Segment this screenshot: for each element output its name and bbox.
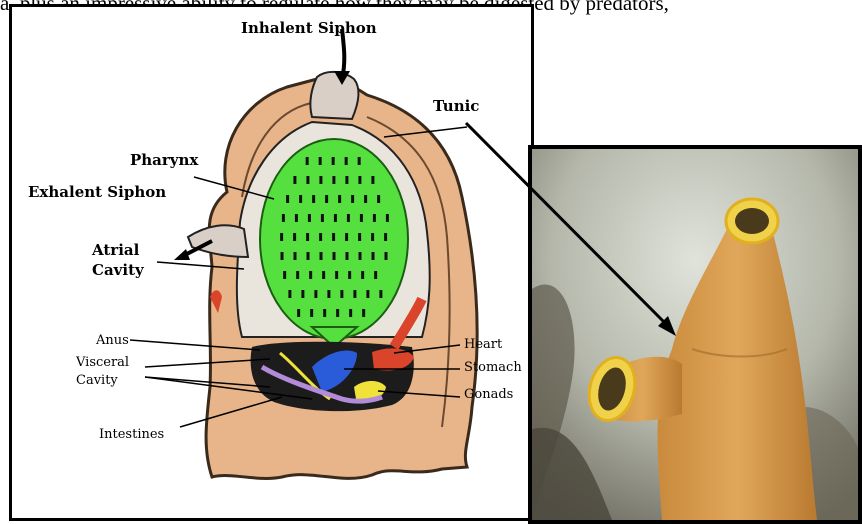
label-pharynx: Pharynx	[130, 151, 198, 169]
gill-slit	[345, 176, 348, 184]
gill-slit	[384, 233, 387, 241]
gill-slit	[348, 271, 351, 279]
gill-slit	[353, 290, 356, 298]
gill-slit	[345, 233, 348, 241]
gill-slit	[358, 233, 361, 241]
gill-slit	[338, 195, 341, 203]
gill-slit	[361, 271, 364, 279]
gill-slit	[281, 252, 284, 260]
gill-slit	[306, 176, 309, 184]
gill-slit	[347, 214, 350, 222]
gill-slit	[385, 252, 388, 260]
gill-slit	[362, 309, 365, 317]
label-atrial-cavity: Cavity	[92, 261, 144, 279]
gill-slit	[349, 309, 352, 317]
label-tunic: Tunic	[433, 97, 479, 115]
gill-slit	[332, 157, 335, 165]
gill-slit	[296, 271, 299, 279]
gill-slit	[282, 214, 285, 222]
gill-slit	[319, 233, 322, 241]
gill-slit	[335, 271, 338, 279]
ascidian-anatomy-diagram: Inhalent Siphon Tunic Pharynx Exhalent S…	[9, 4, 534, 521]
gill-slit	[377, 195, 380, 203]
gill-slit	[351, 195, 354, 203]
gill-slit	[346, 252, 349, 260]
label-stomach: Stomach	[464, 360, 522, 375]
gill-slit	[332, 233, 335, 241]
gill-slit	[386, 214, 389, 222]
gill-slit	[379, 290, 382, 298]
gill-slit	[307, 252, 310, 260]
gill-slit	[310, 309, 313, 317]
label-gonads: Gonads	[464, 387, 513, 402]
gill-slit	[293, 233, 296, 241]
ascidian-illustration	[12, 7, 537, 524]
gill-slit	[319, 176, 322, 184]
label-exhalent-siphon: Exhalent Siphon	[28, 183, 166, 201]
gill-slit	[358, 176, 361, 184]
label-visceral-cavity: Cavity	[76, 373, 118, 388]
label-heart: Heart	[464, 337, 502, 352]
gill-slit	[371, 233, 374, 241]
gill-slit	[374, 271, 377, 279]
gill-slit	[322, 271, 325, 279]
gill-slit	[372, 252, 375, 260]
gill-slit	[321, 214, 324, 222]
gill-slit	[286, 195, 289, 203]
gill-slit	[320, 252, 323, 260]
gill-slit	[333, 252, 336, 260]
gill-slit	[293, 176, 296, 184]
label-atrial: Atrial	[92, 241, 139, 259]
gill-slit	[288, 290, 291, 298]
gill-slit	[309, 271, 312, 279]
gill-slit	[280, 233, 283, 241]
gill-slit	[299, 195, 302, 203]
gill-slit	[358, 157, 361, 165]
gill-slit	[327, 290, 330, 298]
gill-slit	[312, 195, 315, 203]
gill-slit	[334, 214, 337, 222]
gill-slit	[308, 214, 311, 222]
gill-slit	[360, 214, 363, 222]
gill-slit	[332, 176, 335, 184]
label-anus: Anus	[96, 333, 129, 348]
gill-slit	[283, 271, 286, 279]
ascidian-photo-illustration	[532, 149, 858, 520]
ascidian-photo	[528, 145, 862, 524]
gill-slit	[345, 157, 348, 165]
gill-slit	[294, 252, 297, 260]
gill-slit	[336, 309, 339, 317]
gill-slit	[340, 290, 343, 298]
gill-slit	[295, 214, 298, 222]
gill-slit	[297, 309, 300, 317]
gill-slit	[373, 214, 376, 222]
gill-slit	[359, 252, 362, 260]
gill-slit	[306, 233, 309, 241]
gill-slit	[366, 290, 369, 298]
label-intestines: Intestines	[99, 427, 164, 442]
gill-slit	[323, 309, 326, 317]
gill-slit	[371, 176, 374, 184]
gill-slit	[301, 290, 304, 298]
gill-slit	[319, 157, 322, 165]
gill-slit	[364, 195, 367, 203]
exhalent-siphon	[188, 225, 248, 257]
label-visceral: Visceral	[76, 355, 129, 370]
gill-slit	[325, 195, 328, 203]
gill-slit	[314, 290, 317, 298]
gill-slit	[306, 157, 309, 165]
inhalent-siphon	[310, 72, 358, 119]
label-inhalent-siphon: Inhalent Siphon	[241, 19, 377, 37]
